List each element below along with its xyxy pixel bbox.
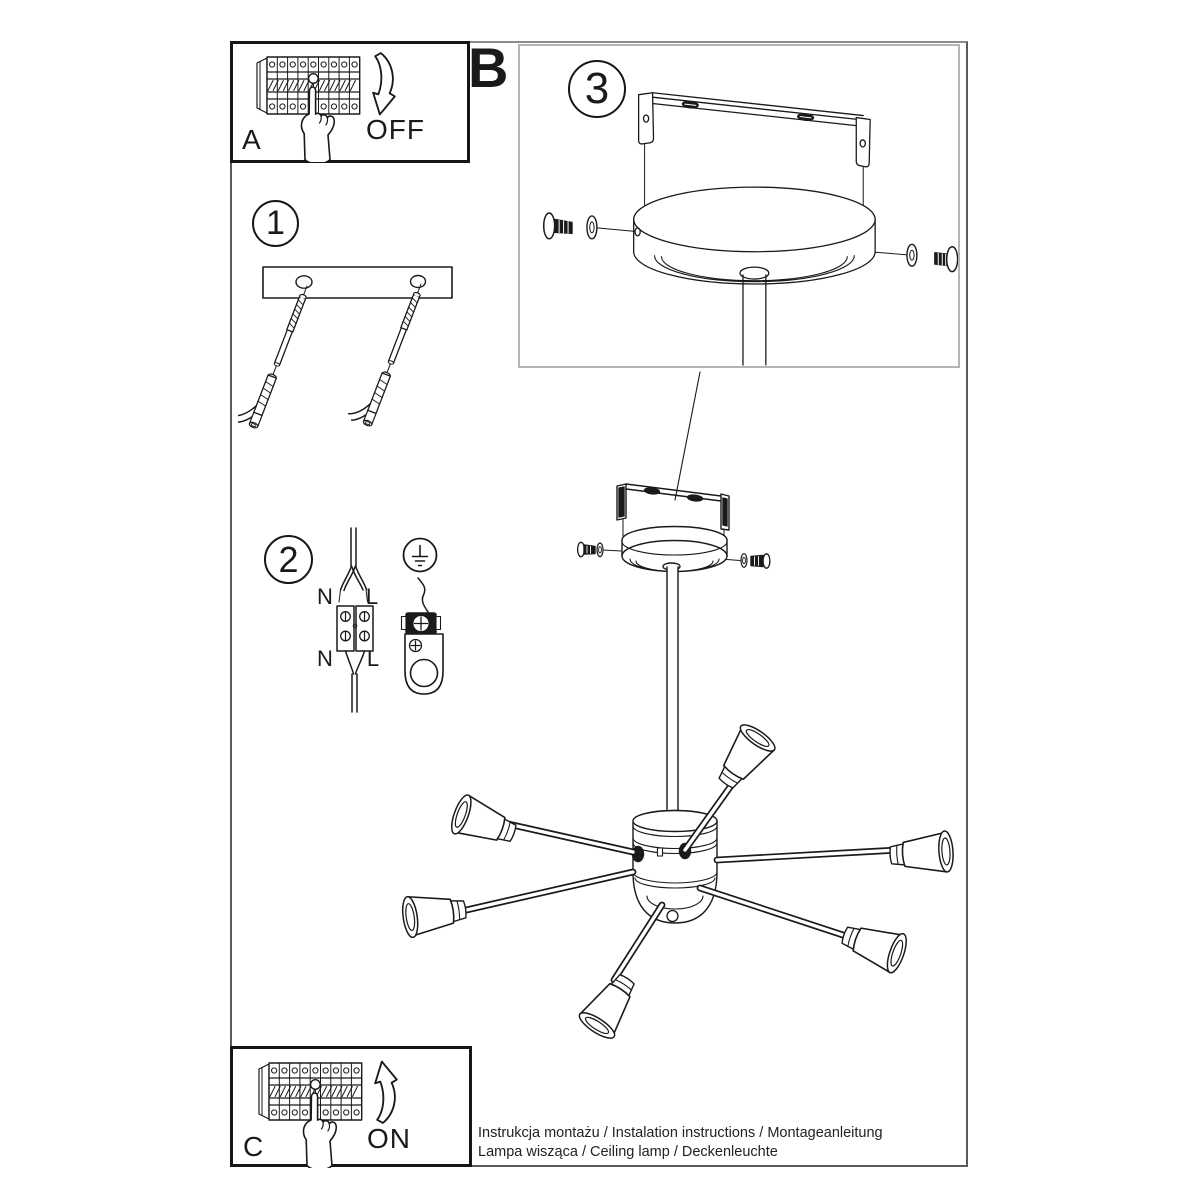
down-rod	[666, 566, 679, 819]
footer-line-1: Instrukcja montażu / Instalation instruc…	[478, 1125, 883, 1141]
ground-wire	[417, 577, 429, 613]
mounting-bracket	[637, 92, 871, 206]
canopy-screw-right-icon	[726, 553, 771, 569]
canopy-screw-right-icon	[874, 243, 958, 273]
down-rod	[742, 274, 767, 366]
washer-icon	[596, 542, 604, 558]
footer-line-2: Lampa wisząca / Ceiling lamp / Deckenleu…	[478, 1143, 778, 1160]
footer: Instrukcja montażu / Instalation instruc…	[478, 1124, 964, 1161]
arrow-up-icon	[374, 1060, 398, 1124]
lamp-arms	[458, 772, 902, 984]
ground-clamp	[400, 612, 444, 695]
lamp-assembly-illustration	[399, 371, 956, 1044]
arrow-down-icon	[372, 52, 396, 116]
ceiling-canopy	[633, 186, 876, 366]
step-3-box: 3	[518, 44, 960, 368]
live-label-bottom: L	[366, 646, 380, 671]
page-frame	[230, 41, 968, 1167]
ground-symbol-icon	[402, 537, 438, 573]
step-1-number: 1	[266, 204, 285, 242]
terminal-block	[336, 605, 374, 652]
step-2-number: 2	[278, 538, 299, 580]
neutral-label-bottom: N	[317, 646, 333, 671]
lamp-socket	[446, 792, 522, 854]
detail-callout-line	[674, 371, 701, 501]
bracket-screw-icon	[797, 113, 815, 121]
mains-cable	[338, 527, 368, 603]
step-a-label: A	[242, 124, 261, 155]
neutral-label-top: N	[317, 584, 333, 609]
bracket-hole	[409, 274, 427, 289]
canopy-screw-left-icon	[576, 541, 622, 558]
lamp-socket	[399, 888, 470, 940]
step-1-badge: 1	[252, 200, 299, 247]
washer-icon	[740, 553, 748, 568]
canopy-screw-left-icon	[542, 212, 641, 240]
wall-anchors-illustration	[238, 266, 453, 431]
step-a-box: OFF A	[230, 41, 470, 163]
bracket-hole	[295, 275, 313, 289]
wall-anchor-icon	[238, 277, 312, 431]
step-3-badge: 3	[568, 60, 626, 118]
breaker-panel-on-icon	[258, 1062, 363, 1168]
step-3-number: 3	[584, 64, 610, 113]
step-b-label: B	[468, 36, 508, 99]
washer-icon	[906, 243, 918, 267]
breaker-panel-off-icon	[256, 56, 361, 162]
step-2-badge: 2	[264, 535, 313, 584]
bracket-screw-icon	[681, 100, 699, 109]
lamp-socket	[575, 966, 646, 1044]
lamp-cable	[344, 650, 366, 713]
lamp-socket	[887, 829, 956, 877]
washer-icon	[586, 215, 598, 240]
power-on-label: ON	[367, 1123, 411, 1154]
hub-knob	[666, 909, 679, 923]
ceiling-canopy	[621, 525, 728, 573]
live-label-top: L	[365, 584, 379, 609]
lamp-socket	[707, 719, 780, 797]
wiring-illustration	[336, 527, 444, 713]
bracket-bar	[262, 266, 453, 299]
lamp-socket	[836, 914, 911, 976]
step-c-box: ON C	[230, 1046, 472, 1168]
power-off-label: OFF	[366, 114, 425, 145]
step-c-label: C	[243, 1131, 264, 1162]
ceiling-mount-exploded-illustration	[542, 92, 958, 366]
